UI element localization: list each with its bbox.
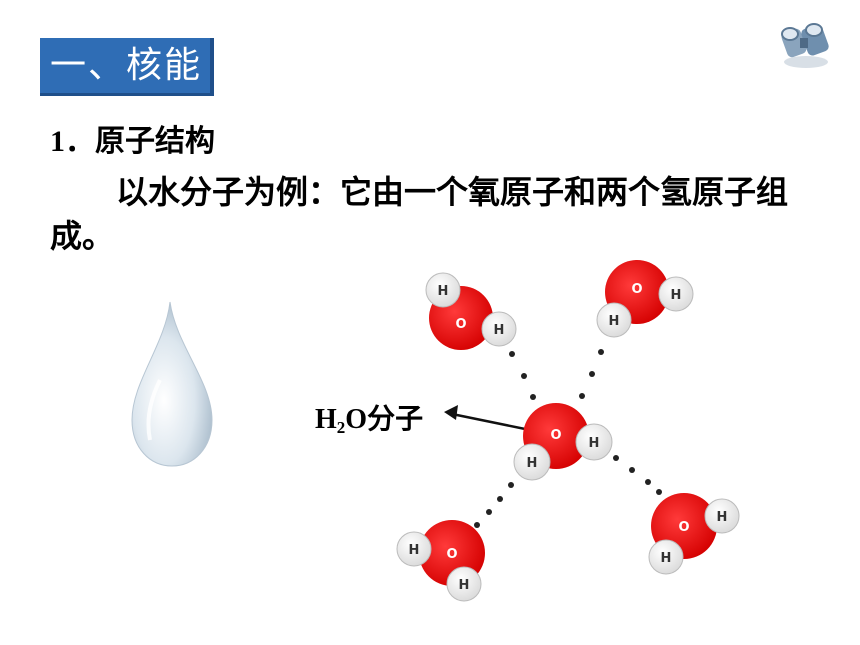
heading-text: 原子结构	[95, 124, 215, 159]
svg-text:H: H	[717, 510, 728, 525]
svg-text:H: H	[494, 323, 505, 338]
svg-text:O: O	[678, 520, 689, 535]
svg-text:H: H	[459, 578, 470, 593]
svg-text:H: H	[438, 284, 449, 299]
svg-text:H: H	[527, 456, 538, 471]
label-o: O	[345, 404, 368, 435]
label-zh: 分子	[367, 402, 424, 435]
h2o-molecule-label: H2O分子	[315, 397, 423, 438]
heading: 1．原子结构	[50, 120, 215, 164]
svg-text:O: O	[631, 282, 642, 297]
svg-text:H: H	[661, 551, 672, 566]
paragraph: 以水分子为例：它由一个氧原子和两个氢原子组成。	[50, 173, 789, 255]
svg-text:O: O	[550, 428, 561, 443]
svg-text:O: O	[446, 547, 457, 562]
svg-text:H: H	[671, 288, 682, 303]
svg-text:H: H	[589, 436, 600, 451]
svg-text:O: O	[455, 317, 466, 332]
svg-text:H: H	[609, 314, 620, 329]
section-title: 一、核能	[40, 38, 214, 96]
svg-text:H: H	[409, 543, 420, 558]
label-h: H	[315, 404, 337, 435]
heading-number: 1．	[50, 125, 95, 158]
water-drop-icon	[131, 301, 213, 467]
label-sub: 2	[336, 418, 346, 437]
